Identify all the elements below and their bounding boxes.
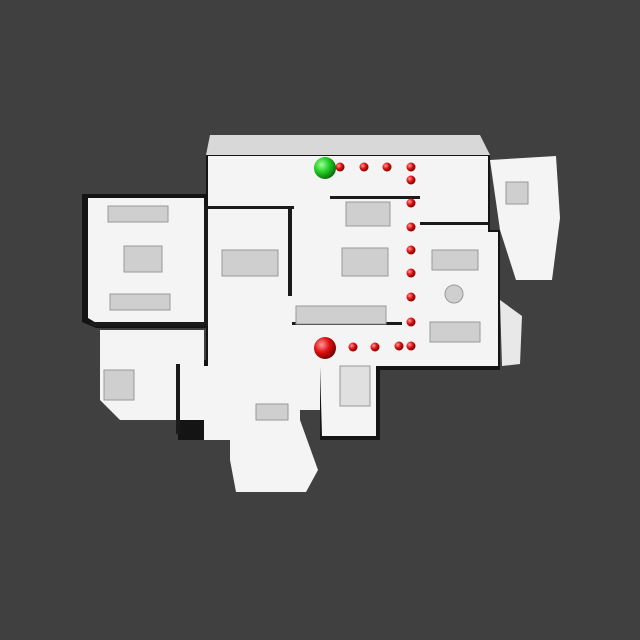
waypoint-marker: [406, 198, 416, 208]
dining-table: [221, 249, 279, 277]
waypoint-marker: [406, 341, 416, 351]
sofa: [429, 321, 481, 343]
stair-steps: [339, 365, 371, 407]
waypoint-marker: [406, 162, 416, 172]
waypoint-marker: [359, 162, 369, 172]
waypoint-marker: [406, 268, 416, 278]
waypoint-marker: [335, 162, 345, 172]
start-marker: [314, 157, 336, 179]
waypoint-marker: [348, 342, 358, 352]
coffee-table: [123, 245, 163, 273]
waypoint-marker: [406, 317, 416, 327]
chair: [505, 181, 529, 205]
kitchen-counter: [295, 305, 387, 325]
waypoint-marker: [406, 292, 416, 302]
waypoint-marker: [406, 222, 416, 232]
path-markers: [314, 157, 416, 359]
round-table: [444, 284, 464, 304]
porch: [230, 420, 318, 492]
bench: [255, 403, 289, 421]
waypoint-marker: [394, 341, 404, 351]
kitchen-island: [341, 247, 389, 277]
sofa: [109, 293, 171, 311]
waypoint-marker: [382, 162, 392, 172]
sofa: [107, 205, 169, 223]
chair: [103, 369, 135, 401]
waypoint-marker: [406, 245, 416, 255]
floor-mesh: [82, 135, 560, 492]
sofa: [431, 249, 479, 271]
counter: [345, 201, 391, 227]
right-room: [490, 156, 560, 280]
goal-marker: [314, 337, 336, 359]
waypoint-marker: [406, 175, 416, 185]
waypoint-marker: [370, 342, 380, 352]
